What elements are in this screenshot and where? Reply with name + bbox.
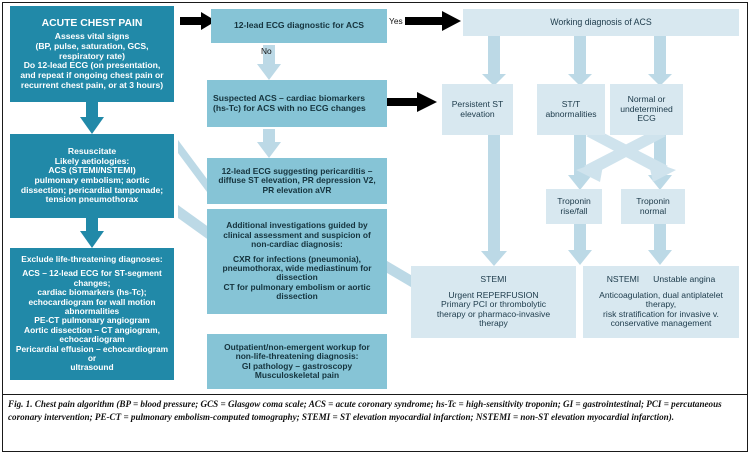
edge-label-yes: Yes	[389, 16, 403, 26]
node-resuscitate-line: Likely aetiologies:	[54, 155, 130, 166]
node-suspected-acs-line: Suspected ACS – cardiac biomarkers	[213, 92, 366, 103]
node-st-t-line: ST/T	[561, 98, 581, 109]
node-pericarditis: 12-lead ECG suggesting pericarditis – di…	[207, 158, 387, 204]
arrow-pale-persistent-to-stemi	[481, 135, 507, 266]
node-additional-line: pneumothorax, wide mediastinum for	[222, 263, 372, 273]
node-outpatient-line: GI pathology – gastroscopy	[241, 360, 353, 371]
connector-pale-exclude-to-middle	[178, 140, 210, 241]
arrow-teal-acute-to-resuscitate	[80, 102, 104, 134]
arrow-pale-troponin-normal-to-nstemi	[648, 224, 672, 265]
node-resuscitate-line: Resuscitate	[67, 146, 117, 157]
arrow-pale-suspected-to-pericarditis	[257, 129, 281, 158]
node-outpatient-line: non-life-threatening diagnosis:	[235, 351, 359, 362]
node-ecg-diagnostic-line: 12-lead ECG diagnostic for ACS	[233, 20, 365, 31]
node-pericarditis-line: 12-lead ECG suggesting pericarditis –	[221, 165, 373, 176]
node-additional-head-line: non-cardiac diagnosis:	[251, 239, 343, 250]
node-stemi-line: therapy or pharmaco-invasive	[436, 308, 551, 319]
node-acute-chest-pain-line: recurrent chest pain, or at 3 hours)	[20, 79, 164, 90]
node-exclude-line: Pericardial effusion – echocardiogram or	[15, 343, 169, 364]
node-stemi-title: STEMI	[480, 273, 507, 284]
node-resuscitate-line: pulmonary embolism; aortic	[34, 175, 150, 185]
node-resuscitate-line: tension pneumothorax	[45, 194, 139, 205]
node-acute-chest-pain-line: and repeat if ongoing chest pain or	[20, 69, 164, 80]
node-st-t-abnormalities: ST/T abnormalities	[537, 84, 605, 135]
node-additional-line: CXR for infections (pneumonia),	[233, 253, 361, 264]
node-acute-chest-pain: ACUTE CHEST PAIN Assess vital signs (BP,…	[10, 6, 174, 102]
node-exclude-line: echocardiogram for wall motion	[28, 296, 156, 307]
arrow-pale-working-to-stt	[568, 36, 592, 86]
node-normal-undetermined-line: Normal or	[627, 94, 666, 105]
node-exclude-line: cardiac biomarkers (hs-Tc);	[37, 287, 147, 298]
node-resuscitate-line: dissection; pericardial tamponade;	[20, 184, 164, 195]
node-additional-line: dissection	[276, 291, 318, 302]
node-nstemi-title-right: Unstable angina	[653, 273, 716, 284]
node-working-diagnosis-of-acs: Working diagnosis of ACS	[463, 9, 739, 36]
node-acute-chest-pain-line: Do 12-lead ECG (on presentation,	[23, 60, 161, 71]
figure-border	[2, 2, 748, 452]
node-stemi-line: therapy	[479, 318, 508, 329]
node-normal-or-undetermined-ecg: Normal or undetermined ECG	[610, 84, 683, 135]
node-suspected-acs-line: (hs-Tc) for ACS with no ECG changes	[213, 102, 366, 113]
node-exclude-line: Aortic dissection – CT angiogram,	[24, 324, 160, 335]
node-additional-line: CT for pulmonary embolism or aortic	[223, 281, 371, 292]
node-nstemi-line: Anticoagulation, dual antiplatelet thera…	[599, 289, 723, 310]
arrow-black-yes-to-working-diagnosis	[405, 11, 461, 31]
node-exclude-line: ultrasound	[70, 362, 114, 373]
node-outpatient-workup: Outpatient/non-emergent workup for non-l…	[207, 334, 387, 389]
node-outpatient-line: Outpatient/non-emergent workup for	[224, 341, 370, 352]
node-acute-chest-pain-line: Assess vital signs	[54, 31, 130, 42]
node-exclude-line: echocardiogram	[59, 334, 125, 345]
node-persistent-st-line: elevation	[460, 108, 495, 119]
caption-divider	[3, 394, 747, 395]
node-exclude-line: ACS – 12-lead ECG for ST-segment changes…	[22, 268, 162, 288]
node-exclude-line: abnormalities	[64, 306, 120, 317]
node-additional-head-line: Additional investigations guided by	[226, 220, 368, 231]
node-stemi-line: Urgent REPERFUSION	[448, 289, 539, 300]
node-nstemi-titles: NSTEMI Unstable angina	[606, 273, 716, 285]
node-pericarditis-line: diffuse ST elevation, PR depression V2,	[218, 175, 376, 186]
node-pericarditis-line: PR elevation aVR	[262, 184, 332, 195]
node-suspected-acs: Suspected ACS – cardiac biomarkers (hs-T…	[207, 80, 387, 127]
node-additional-line: dissection	[276, 272, 318, 283]
node-normal-undetermined-line: ECG	[637, 113, 656, 124]
node-troponin-normal-line: normal	[639, 205, 667, 216]
arrows-pale-crossing-to-troponin	[568, 130, 676, 190]
node-exclude-title: Exclude life-threatening diagnoses:	[21, 254, 163, 264]
node-resuscitate: Resuscitate Likely aetiologies: ACS (STE…	[10, 134, 174, 218]
figure-caption: Fig. 1. Chest pain algorithm (BP = blood…	[8, 399, 722, 423]
node-nstemi-line: risk stratification for invasive v.	[603, 308, 719, 319]
edge-label-no: No	[261, 46, 272, 56]
node-persistent-st-elevation: Persistent ST elevation	[442, 84, 513, 135]
arrow-pale-working-to-persistent	[482, 36, 506, 86]
node-nstemi-unstable-angina-outcome: NSTEMI Unstable angina Anticoagulation, …	[583, 266, 739, 338]
arrow-pale-working-to-normal	[648, 36, 672, 86]
node-troponin-normal: Troponin normal	[621, 189, 685, 224]
arrow-teal-resuscitate-to-exclude	[80, 217, 104, 248]
chest-pain-algorithm-diagram: ACUTE CHEST PAIN Assess vital signs (BP,…	[10, 6, 739, 389]
node-acute-chest-pain-line: (BP, pulse, saturation, GCS,	[35, 41, 149, 52]
arrow-pale-troponin-rise-to-nstemi	[568, 224, 592, 265]
node-troponin-rise-line: rise/fall	[560, 205, 588, 216]
node-outpatient-line: Musculoskeletal pain	[254, 369, 340, 380]
node-stemi-line: Primary PCI or thrombolytic	[440, 299, 547, 310]
node-exclude-line: PE-CT pulmonary angiogram	[34, 315, 150, 326]
node-persistent-st-line: Persistent ST	[451, 98, 504, 109]
node-troponin-normal-line: Troponin	[636, 195, 670, 206]
node-normal-undetermined-line: undetermined	[620, 103, 673, 114]
node-additional-head-line: clinical assessment and suspicion of	[223, 229, 371, 240]
node-additional-investigations: Additional investigations guided by clin…	[207, 209, 387, 314]
node-troponin-rise-line: Troponin	[557, 195, 591, 206]
node-acute-chest-pain-line: respiratory rate)	[59, 50, 125, 61]
node-stemi-outcome: STEMI Urgent REPERFUSION Primary PCI or …	[411, 266, 576, 338]
node-ecg-diagnostic-for-acs: 12-lead ECG diagnostic for ACS	[211, 9, 387, 43]
node-acute-chest-pain-title: ACUTE CHEST PAIN	[41, 17, 143, 29]
node-st-t-line: abnormalities	[545, 108, 597, 119]
node-working-diagnosis-line: Working diagnosis of ACS	[550, 16, 652, 27]
node-exclude-life-threatening: Exclude life-threatening diagnoses: ACS …	[10, 248, 174, 380]
node-nstemi-title-left: NSTEMI	[606, 273, 640, 284]
node-troponin-rise-fall: Troponin rise/fall	[546, 189, 602, 224]
node-nstemi-line: conservative management	[610, 318, 712, 329]
node-resuscitate-line: ACS (STEMI/NSTEMI)	[48, 165, 136, 176]
